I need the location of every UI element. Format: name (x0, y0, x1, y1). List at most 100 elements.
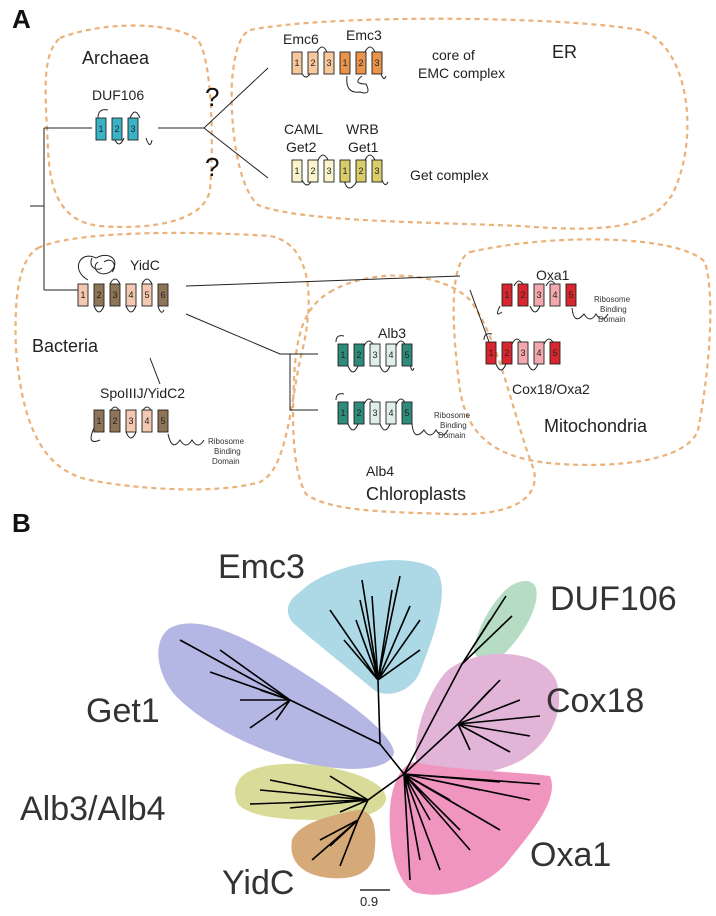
question-mark-1: ? (205, 82, 219, 112)
get1-label: Get1 (348, 139, 379, 155)
panel-a-label: A (12, 4, 31, 34)
cox18-topology: 1 2 3 4 5 (483, 333, 561, 371)
svg-text:2: 2 (356, 350, 361, 360)
emc3-topology: 1 2 3 (339, 46, 387, 94)
alb3-topology: 1 2 3 4 5 (335, 335, 415, 373)
archaea-region (44, 24, 213, 229)
svg-text:2: 2 (358, 58, 363, 68)
alb4-label: Alb4 (366, 463, 394, 479)
oxa1-ribosome-line1: Ribosome (594, 295, 631, 304)
svg-text:2: 2 (114, 124, 119, 134)
emc-complex-label-line1: core of (432, 47, 475, 63)
spoiiij-topology: 1 2 3 4 5 (90, 406, 205, 446)
scale-bar-label: 0.9 (360, 894, 378, 909)
svg-text:3: 3 (326, 58, 331, 68)
svg-text:5: 5 (144, 290, 149, 300)
clade-get1-label: Get1 (86, 692, 160, 730)
svg-text:5: 5 (568, 290, 573, 300)
chloroplasts-label: Chloroplasts (366, 484, 466, 504)
svg-text:2: 2 (112, 416, 117, 426)
alb4-ribosome-line1: Ribosome (434, 411, 471, 420)
svg-text:4: 4 (128, 290, 133, 300)
spoiiij-label: SpoIIIJ/YidC2 (100, 385, 185, 401)
oxa1-topology: 1 2 3 4 5 (496, 280, 609, 320)
yidc-topology: 1 2 3 4 5 6 (77, 254, 169, 313)
svg-text:3: 3 (374, 58, 379, 68)
svg-text:4: 4 (388, 350, 393, 360)
panel-b-label: B (12, 508, 31, 538)
svg-text:4: 4 (144, 416, 149, 426)
alb4-ribosome-line3: Domain (438, 431, 466, 440)
oxa1-ribosome-line3: Domain (598, 315, 626, 324)
svg-text:5: 5 (160, 416, 165, 426)
svg-text:5: 5 (552, 348, 557, 358)
svg-text:3: 3 (372, 350, 377, 360)
wrb-label: WRB (346, 121, 379, 137)
clade-oxa1 (389, 762, 552, 895)
clade-cox18-label: Cox18 (546, 682, 644, 720)
spoiiij-ribosome-line2: Binding (214, 447, 241, 456)
tree-a-root (30, 127, 92, 291)
svg-text:1: 1 (342, 58, 347, 68)
svg-text:2: 2 (520, 290, 525, 300)
svg-text:1: 1 (294, 166, 299, 176)
clade-emc3-label: Emc3 (218, 548, 305, 586)
svg-text:3: 3 (128, 416, 133, 426)
clade-yidc (291, 809, 376, 879)
svg-text:5: 5 (404, 408, 409, 418)
get2-label: Get2 (286, 139, 317, 155)
svg-text:1: 1 (342, 166, 347, 176)
svg-text:3: 3 (374, 166, 379, 176)
clade-yidc-label: YidC (222, 864, 294, 902)
er-label: ER (552, 42, 577, 62)
emc6-topology: 1 2 3 (291, 46, 335, 78)
svg-text:1: 1 (96, 416, 101, 426)
alb3-label: Alb3 (378, 325, 406, 341)
svg-text:4: 4 (536, 348, 541, 358)
bacteria-region (14, 231, 310, 491)
emc6-label: Emc6 (283, 31, 319, 47)
svg-text:3: 3 (112, 290, 117, 300)
svg-text:1: 1 (488, 348, 493, 358)
svg-text:5: 5 (404, 350, 409, 360)
tree-a-spoiiij-branch (149, 357, 161, 385)
cox18-label: Cox18/Oxa2 (512, 381, 590, 397)
tree-a-archaea-branch (158, 67, 269, 179)
yidc-label: YidC (130, 257, 160, 273)
svg-text:1: 1 (340, 408, 345, 418)
clade-cox18 (415, 653, 560, 775)
bacteria-label: Bacteria (32, 336, 99, 356)
duf106-topology: 1 2 3 (95, 109, 153, 145)
caml-label: CAML (284, 121, 323, 137)
svg-text:3: 3 (520, 348, 525, 358)
svg-text:3: 3 (130, 124, 135, 134)
svg-text:1: 1 (80, 290, 85, 300)
get-complex-label: Get complex (410, 167, 489, 183)
chloroplasts-region (291, 274, 536, 516)
svg-text:4: 4 (552, 290, 557, 300)
spoiiij-ribosome-line3: Domain (212, 457, 240, 466)
clade-oxa1-label: Oxa1 (530, 836, 611, 874)
svg-text:2: 2 (504, 348, 509, 358)
svg-text:1: 1 (340, 350, 345, 360)
svg-text:3: 3 (326, 166, 331, 176)
mitochondria-label: Mitochondria (544, 416, 648, 436)
svg-text:2: 2 (310, 58, 315, 68)
question-mark-2: ? (205, 152, 219, 182)
emc3-label: Emc3 (346, 27, 382, 43)
svg-text:3: 3 (372, 408, 377, 418)
svg-text:1: 1 (98, 124, 103, 134)
svg-text:2: 2 (310, 166, 315, 176)
clade-duf106-label: DUF106 (550, 580, 677, 618)
svg-text:2: 2 (96, 290, 101, 300)
caml-topology: 1 2 3 (291, 154, 335, 186)
wrb-topology: 1 2 3 (339, 154, 389, 189)
clade-alb-label: Alb3/Alb4 (20, 790, 166, 828)
duf106-label: DUF106 (92, 87, 144, 103)
phylogenetic-tree (179, 575, 541, 881)
svg-text:1: 1 (504, 290, 509, 300)
alb4-topology: 1 2 3 4 5 (335, 393, 449, 436)
svg-text:2: 2 (358, 166, 363, 176)
emc-complex-label-line2: EMC complex (418, 65, 505, 81)
